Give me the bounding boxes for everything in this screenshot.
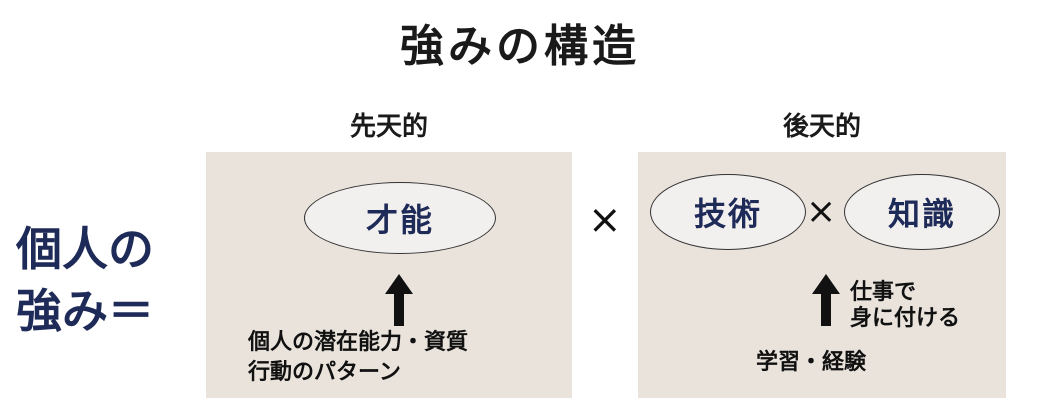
innate-heading: 先天的 xyxy=(349,112,428,142)
skill-ellipse: 技術 xyxy=(650,174,806,250)
up-arrow-icon xyxy=(812,274,840,326)
strength-label-line2: 強み＝ xyxy=(16,284,154,338)
acquired-caption: 学習・経験 xyxy=(756,350,867,375)
acquired-side-caption-line1: 仕事で xyxy=(850,280,917,305)
innate-caption-line2: 行動のパターン xyxy=(248,360,401,385)
up-arrow-icon xyxy=(385,274,413,326)
innate-panel: 才能 個人の潜在能力・資質 行動のパターン xyxy=(206,152,572,398)
inner-multiply-operator: × xyxy=(806,191,837,232)
multiply-operator: × xyxy=(588,197,622,243)
talent-ellipse: 才能 xyxy=(304,182,496,254)
innate-caption-line1: 個人の潜在能力・資質 xyxy=(248,330,469,355)
strength-label-line1: 個人の xyxy=(16,222,154,276)
page-title: 強みの構造 xyxy=(400,21,640,72)
acquired-side-caption: 仕事で 身に付ける xyxy=(850,280,1000,332)
strength-label: 個人の 強み＝ xyxy=(16,218,186,342)
acquired-panel: 技術 × 知識 仕事で 身に付ける 学習・経験 xyxy=(638,152,1006,398)
acquired-side-caption-line2: 身に付ける xyxy=(850,306,961,331)
acquired-heading: 後天的 xyxy=(782,112,861,142)
innate-caption: 個人の潜在能力・資質 行動のパターン xyxy=(248,328,568,388)
knowledge-ellipse: 知識 xyxy=(844,174,1000,250)
